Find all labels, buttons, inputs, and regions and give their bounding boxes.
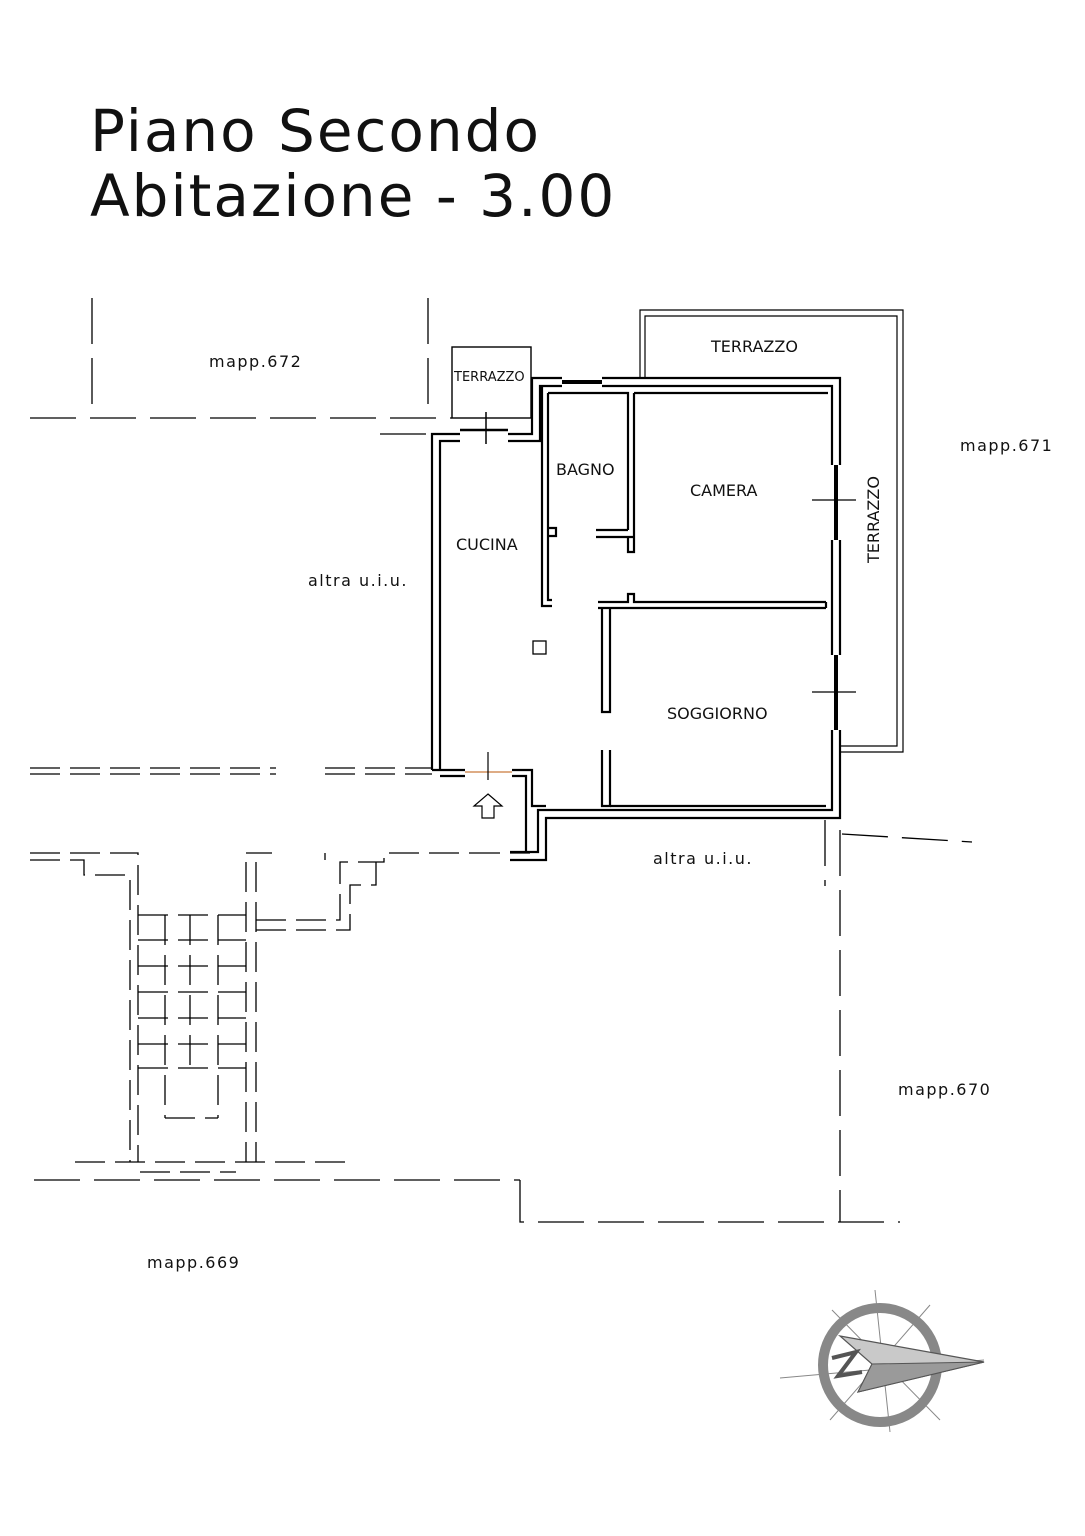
terrazzo-top-label: TERRAZZO xyxy=(710,337,798,356)
terrazzo-side-label: TERRAZZO xyxy=(864,476,883,564)
title-line-2: Abitazione - 3.00 xyxy=(90,162,617,230)
mapp-672-label: mapp.672 xyxy=(209,352,302,371)
title-line-1: Piano Secondo xyxy=(90,97,541,165)
camera-label: CAMERA xyxy=(690,481,758,500)
terrazzo-small-label: TERRAZZO xyxy=(453,370,525,385)
staircase-grid xyxy=(138,914,246,1119)
mapp-669-label: mapp.669 xyxy=(147,1253,240,1272)
altra-uiu-left-label: altra u.i.u. xyxy=(308,571,408,590)
bagno-label: BAGNO xyxy=(556,460,615,479)
soggiorno-label: SOGGIORNO xyxy=(667,704,768,723)
property-boundaries xyxy=(30,298,973,1223)
altra-uiu-bottom-label: altra u.i.u. xyxy=(653,849,753,868)
north-arrow-compass-icon xyxy=(779,1289,985,1433)
apartment-walls xyxy=(430,376,856,862)
mapp-670-label: mapp.670 xyxy=(898,1080,991,1099)
cucina-label: CUCINA xyxy=(456,535,518,554)
mapp-671-label: mapp.671 xyxy=(960,436,1053,455)
